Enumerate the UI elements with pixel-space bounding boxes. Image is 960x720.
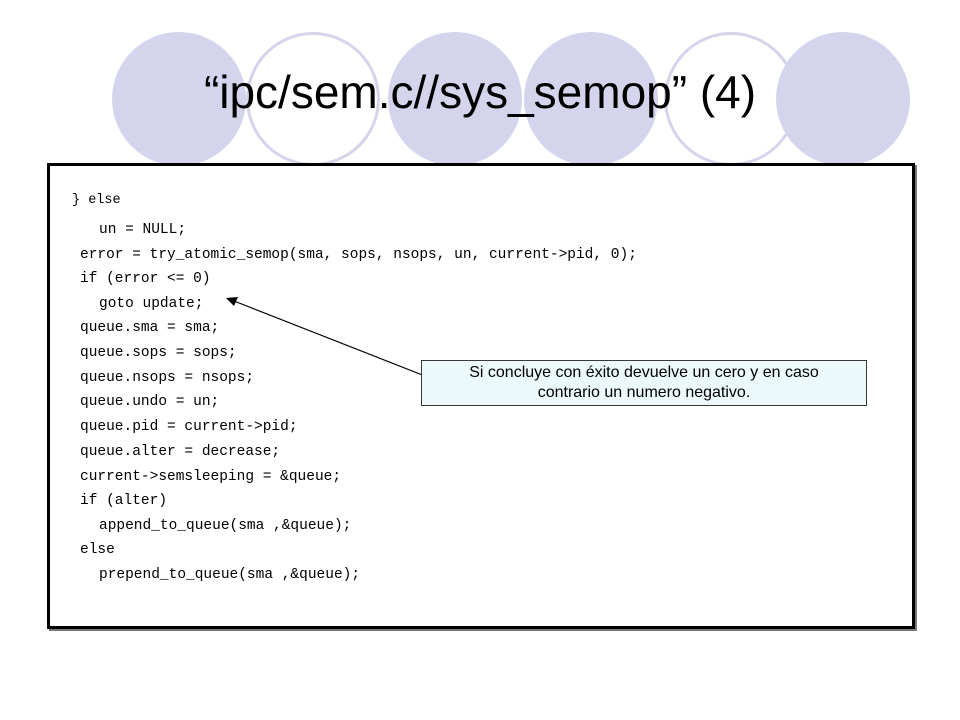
code-line: queue.sma = sma;: [80, 320, 220, 336]
code-line: if (error <= 0): [80, 271, 211, 287]
callout-text-line: Si concluye con éxito devuelve un cero y…: [469, 364, 819, 381]
decorative-circle: [246, 32, 380, 166]
decorative-circle: [112, 32, 246, 166]
decorative-circle: [524, 32, 658, 166]
code-line: } else: [72, 193, 121, 208]
slide-title: “ipc/sem.c//sys_semop” (4): [203, 66, 757, 118]
code-line: prepend_to_queue(sma ,&queue);: [99, 567, 361, 583]
code-line: error = try_atomic_semop(sma, sops, nsop…: [80, 247, 637, 263]
code-line: goto update;: [99, 296, 204, 312]
code-line: append_to_queue(sma ,&queue);: [99, 518, 352, 534]
code-line: queue.pid = current->pid;: [80, 419, 298, 435]
callout-text-line: contrario un numero negativo.: [537, 384, 751, 401]
code-line: if (alter): [80, 493, 168, 509]
code-line: current->semsleeping = &queue;: [80, 469, 342, 485]
code-line: else: [80, 542, 115, 558]
code-line: queue.sops = sops;: [80, 345, 237, 361]
code-line: un = NULL;: [99, 222, 187, 238]
decorative-circle: [388, 32, 522, 166]
code-line: queue.undo = un;: [80, 394, 220, 410]
code-line: queue.alter = decrease;: [80, 444, 281, 460]
callout-note: Si concluye con éxito devuelve un cero y…: [421, 360, 867, 406]
decorative-circle: [776, 32, 910, 166]
decorative-circle: [664, 32, 798, 166]
code-line: queue.nsops = nsops;: [80, 370, 255, 386]
